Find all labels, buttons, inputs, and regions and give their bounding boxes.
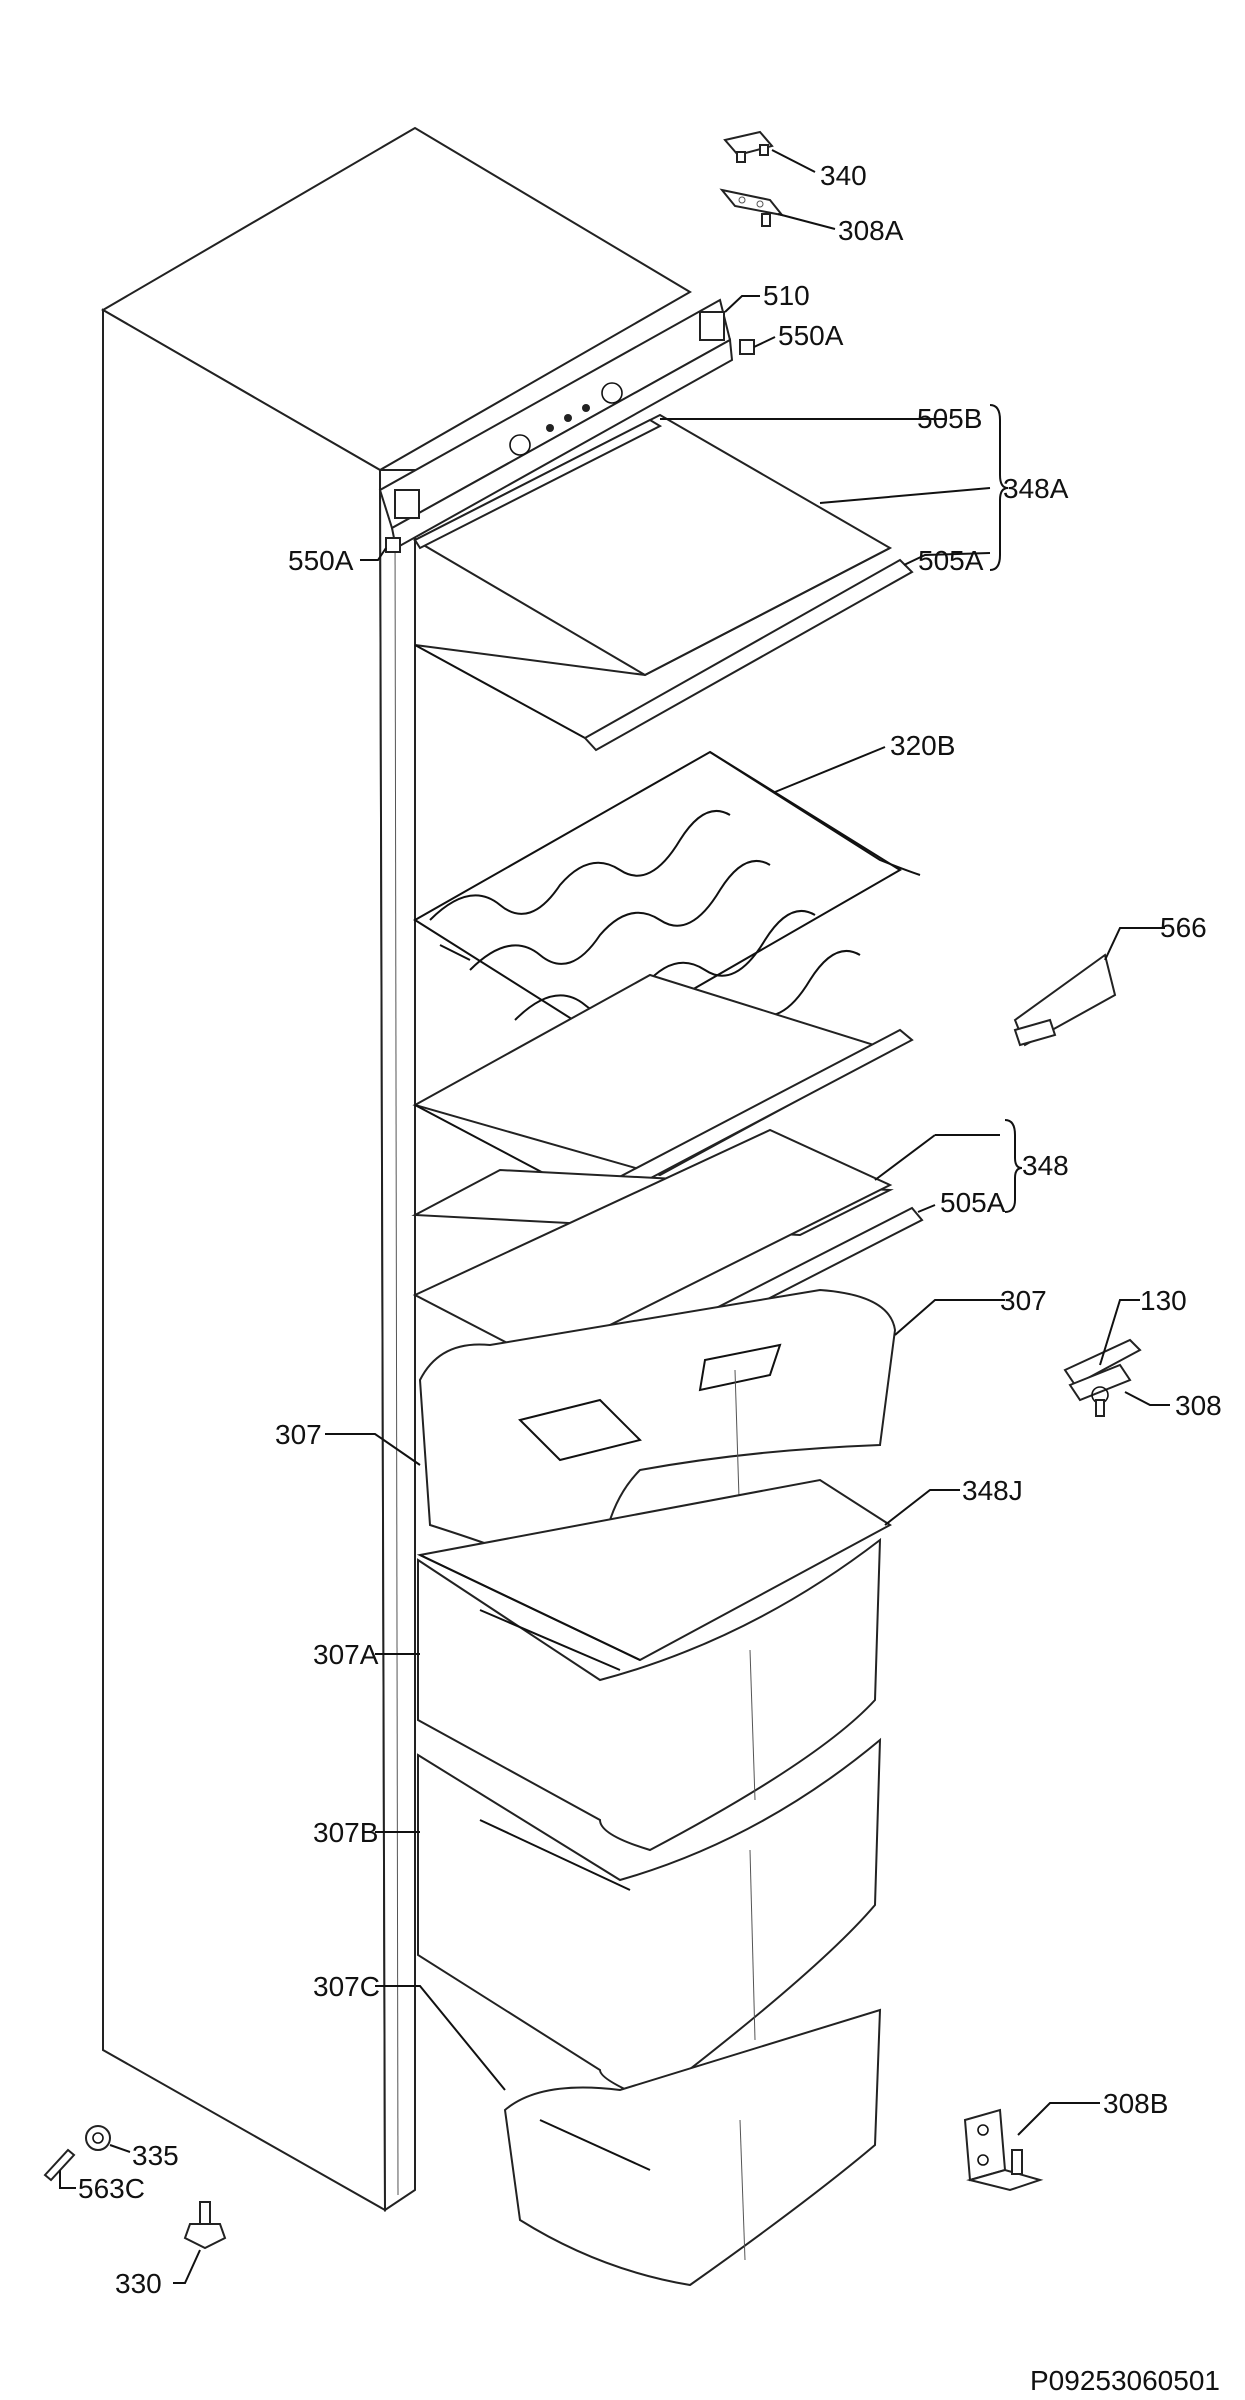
callout-340: 340	[820, 160, 867, 191]
top-hinge-assembly	[719, 130, 785, 227]
part-330	[183, 2201, 227, 2250]
callout-308b: 308B	[1103, 2088, 1168, 2119]
clip-550a-right-part	[739, 339, 755, 355]
callout-510: 510	[763, 280, 810, 311]
part-566	[1013, 953, 1117, 1047]
leader-lines	[59, 149, 1170, 2284]
callout-307-right: 307	[1000, 1285, 1047, 1316]
callout-307c: 307C	[313, 1971, 380, 2002]
callout-505b: 505B	[917, 403, 982, 434]
glass-shelf-348a	[412, 413, 914, 752]
document-code: P09253060501	[1030, 2365, 1220, 2396]
callout-348j: 348J	[962, 1475, 1023, 1506]
callout-348a: 348A	[1003, 473, 1069, 504]
callout-320b: 320B	[890, 730, 955, 761]
callout-505a-top: 505A	[918, 545, 984, 576]
callout-307-left: 307	[275, 1419, 322, 1450]
callout-308a: 308A	[838, 215, 904, 246]
drawer-307b	[417, 1737, 882, 2102]
callout-566: 566	[1160, 912, 1207, 943]
part-335	[85, 2125, 111, 2151]
clip-550a-left-part	[385, 537, 401, 553]
drawer-307c	[503, 2008, 882, 2287]
hinge-130-308	[1063, 1338, 1142, 1417]
callout-130: 130	[1140, 1285, 1187, 1316]
hinge-308b	[963, 2108, 1044, 2192]
callout-307a: 307A	[313, 1639, 379, 1670]
glass-shelf-348j	[416, 1478, 892, 1662]
callout-550a-left: 550A	[288, 545, 354, 576]
callout-563c: 563C	[78, 2173, 145, 2204]
part-563c	[43, 2148, 76, 2182]
callout-308: 308	[1175, 1390, 1222, 1421]
glass-shelf-middle	[412, 973, 914, 1209]
callout-335: 335	[132, 2140, 179, 2171]
callout-labels: 340 308A 510 550A 505B 348A 550A 505A 32…	[78, 160, 1222, 2299]
control-panel	[378, 298, 734, 550]
drawer-307a	[417, 1537, 882, 1852]
cabinet-body	[101, 126, 692, 2212]
callout-505a-mid: 505A	[940, 1187, 1006, 1218]
callout-307b: 307B	[313, 1817, 378, 1848]
callout-550a-right: 550A	[778, 320, 844, 351]
callout-330: 330	[115, 2268, 162, 2299]
callout-348: 348	[1022, 1150, 1069, 1181]
